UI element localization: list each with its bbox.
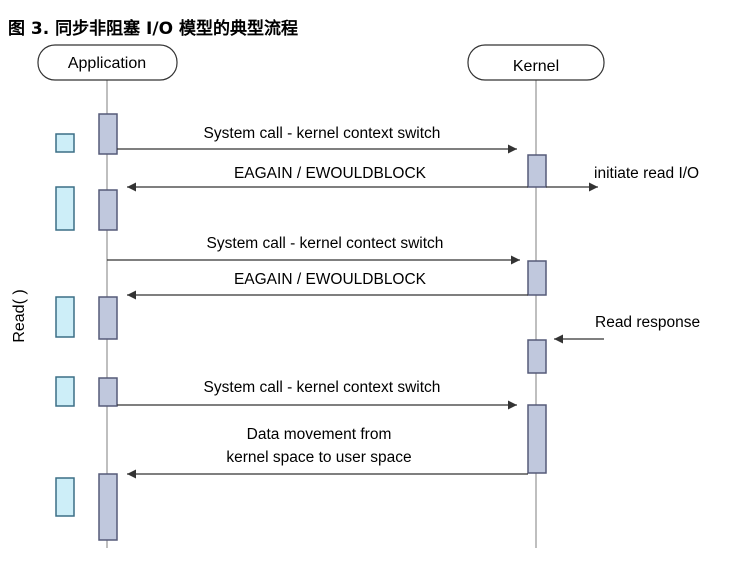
message-label: EAGAIN / EWOULDBLOCK [234, 165, 427, 182]
user-block [55, 296, 75, 338]
kernel-activation [527, 404, 547, 474]
application-lane-label: Application [68, 55, 146, 72]
message-label: System call - kernel context switch [204, 125, 441, 142]
app-activation [98, 377, 118, 407]
message-label: System call - kernel context switch [204, 379, 441, 396]
kernel-lane-label: Kernel [513, 58, 559, 75]
message-label: Read response [595, 314, 700, 331]
app-activation [98, 189, 118, 231]
kernel-lane-header [467, 44, 605, 81]
figure-title: 图 3. 同步非阻塞 I/O 模型的典型流程 [8, 19, 298, 39]
user-block [55, 376, 75, 407]
read-side-label: Read( ) [11, 289, 28, 342]
message-label: initiate read I/O [594, 165, 699, 182]
message-label: Data movement from [247, 426, 392, 443]
user-block [55, 133, 75, 153]
app-activation [98, 473, 118, 541]
message-label: EAGAIN / EWOULDBLOCK [234, 271, 427, 288]
user-block [55, 186, 75, 231]
app-activation [98, 296, 118, 340]
kernel-activation [527, 154, 547, 188]
user-block [55, 477, 75, 517]
kernel-activation [527, 339, 547, 374]
application-lane-header [37, 44, 178, 81]
app-activation [98, 113, 118, 155]
kernel-activation [527, 260, 547, 296]
message-label: System call - kernel contect switch [207, 235, 444, 252]
message-label: kernel space to user space [226, 449, 411, 466]
